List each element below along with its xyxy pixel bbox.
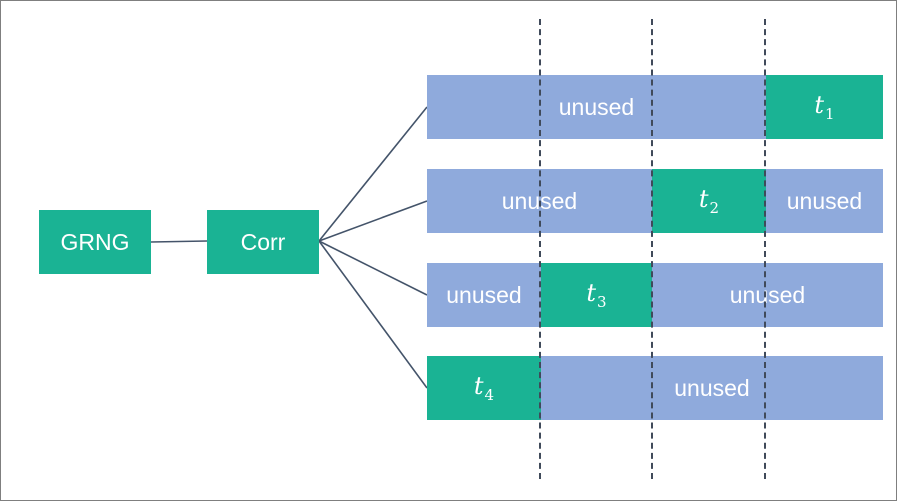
row1-t-block: t1	[766, 75, 883, 139]
row3-unused-right-block: unused	[652, 263, 883, 327]
row3-unused-right-label: unused	[729, 281, 806, 308]
grng-label: GRNG	[60, 228, 130, 255]
corr-node: Corr	[207, 210, 319, 274]
t2-label: t2	[698, 185, 720, 217]
t4-label: t4	[473, 372, 495, 404]
row3-unused-left-block: unused	[427, 263, 541, 327]
t1-label: t1	[814, 91, 835, 123]
t3-label: t3	[586, 279, 607, 311]
row2-t-block: t2	[652, 169, 766, 233]
row2-unused-right-label: unused	[786, 187, 863, 214]
grng-node: GRNG	[39, 210, 151, 274]
row4-unused-label: unused	[674, 374, 750, 401]
row3-unused-left-label: unused	[446, 281, 522, 308]
row1-unused-block: unused	[427, 75, 766, 139]
time-boundary-line-3	[764, 19, 766, 479]
row2-unused-right-block: unused	[766, 169, 883, 233]
corr-row3-connector	[318, 240, 428, 296]
row4-t-block: t4	[427, 356, 541, 420]
row1-unused-label: unused	[558, 93, 635, 120]
corr-row1-connector	[318, 106, 428, 242]
row4-unused-block: unused	[541, 356, 883, 420]
row3-t-block: t3	[541, 263, 652, 327]
grng-corr-connector	[150, 240, 208, 243]
corr-row4-connector	[318, 240, 428, 389]
time-boundary-line-2	[651, 19, 653, 479]
time-boundary-line-1	[539, 19, 541, 479]
corr-row2-connector	[318, 200, 428, 242]
corr-label: Corr	[240, 228, 286, 255]
